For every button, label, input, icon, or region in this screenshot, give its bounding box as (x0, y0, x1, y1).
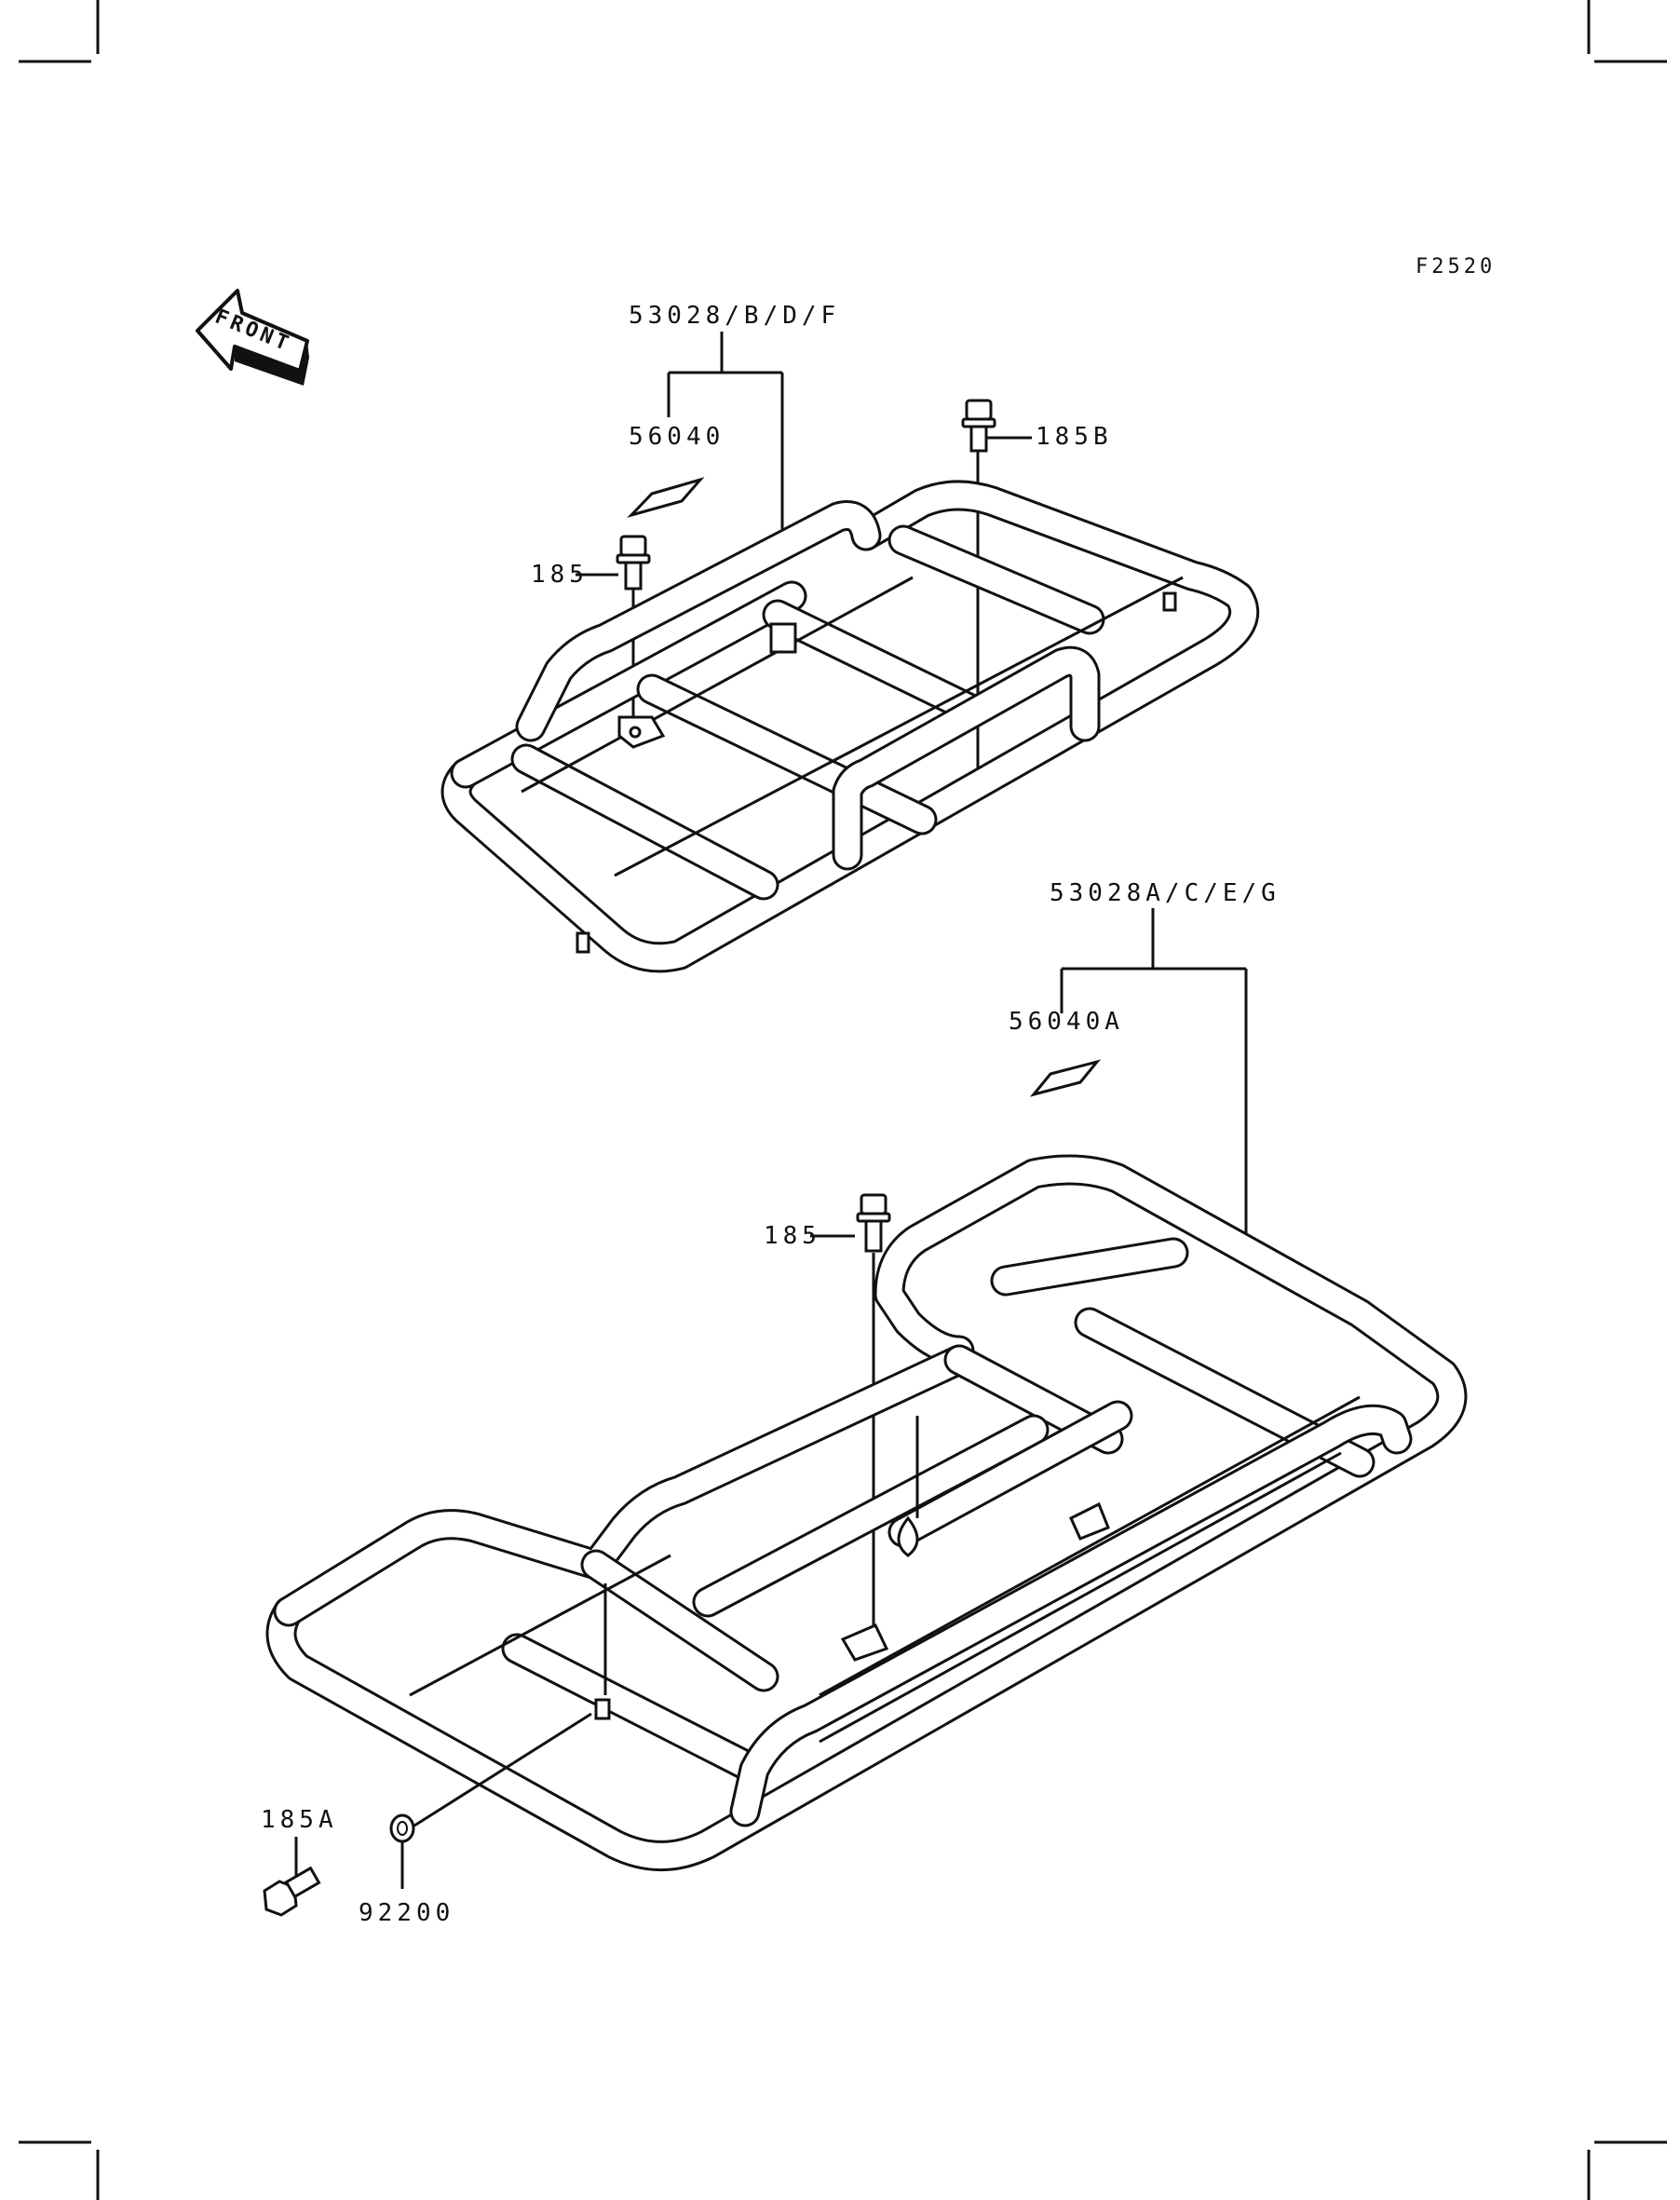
bottom-bolt-icon (856, 1193, 891, 1649)
figure-code: F2520 (1416, 255, 1496, 278)
top-sticker-label: 56040 (629, 423, 725, 451)
bottom-rack-label: 53028A/C/E/G (1050, 879, 1280, 907)
top-rack-label: 53028/B/D/F (629, 302, 840, 330)
top-bolt-left-label: 185 (531, 561, 589, 589)
bottom-rack-drawing (265, 1154, 1468, 1871)
small-bolt-label: 185A (261, 1806, 338, 1834)
bottom-sticker-icon (1029, 1059, 1102, 1097)
front-arrow-icon: FRONT (196, 289, 309, 386)
small-bolt-callout: 185A (261, 1806, 338, 1917)
bottom-rack-callouts: 53028A/C/E/G 56040A 185 (764, 879, 1280, 1257)
small-bolt-icon (263, 1866, 321, 1917)
top-rack-callouts: 53028/B/D/F 56040 185 185B (531, 302, 1113, 589)
washer-callout: 92200 (359, 1712, 592, 1927)
top-sticker-icon (627, 477, 705, 518)
bottom-sticker-label: 56040A (1009, 1008, 1124, 1036)
top-rack-drawing (440, 480, 1260, 973)
crop-marks (19, 0, 1667, 2200)
top-bolt-right-label: 185B (1036, 423, 1113, 451)
washer-label: 92200 (359, 1899, 454, 1927)
bottom-bolt-label: 185 (764, 1222, 821, 1250)
